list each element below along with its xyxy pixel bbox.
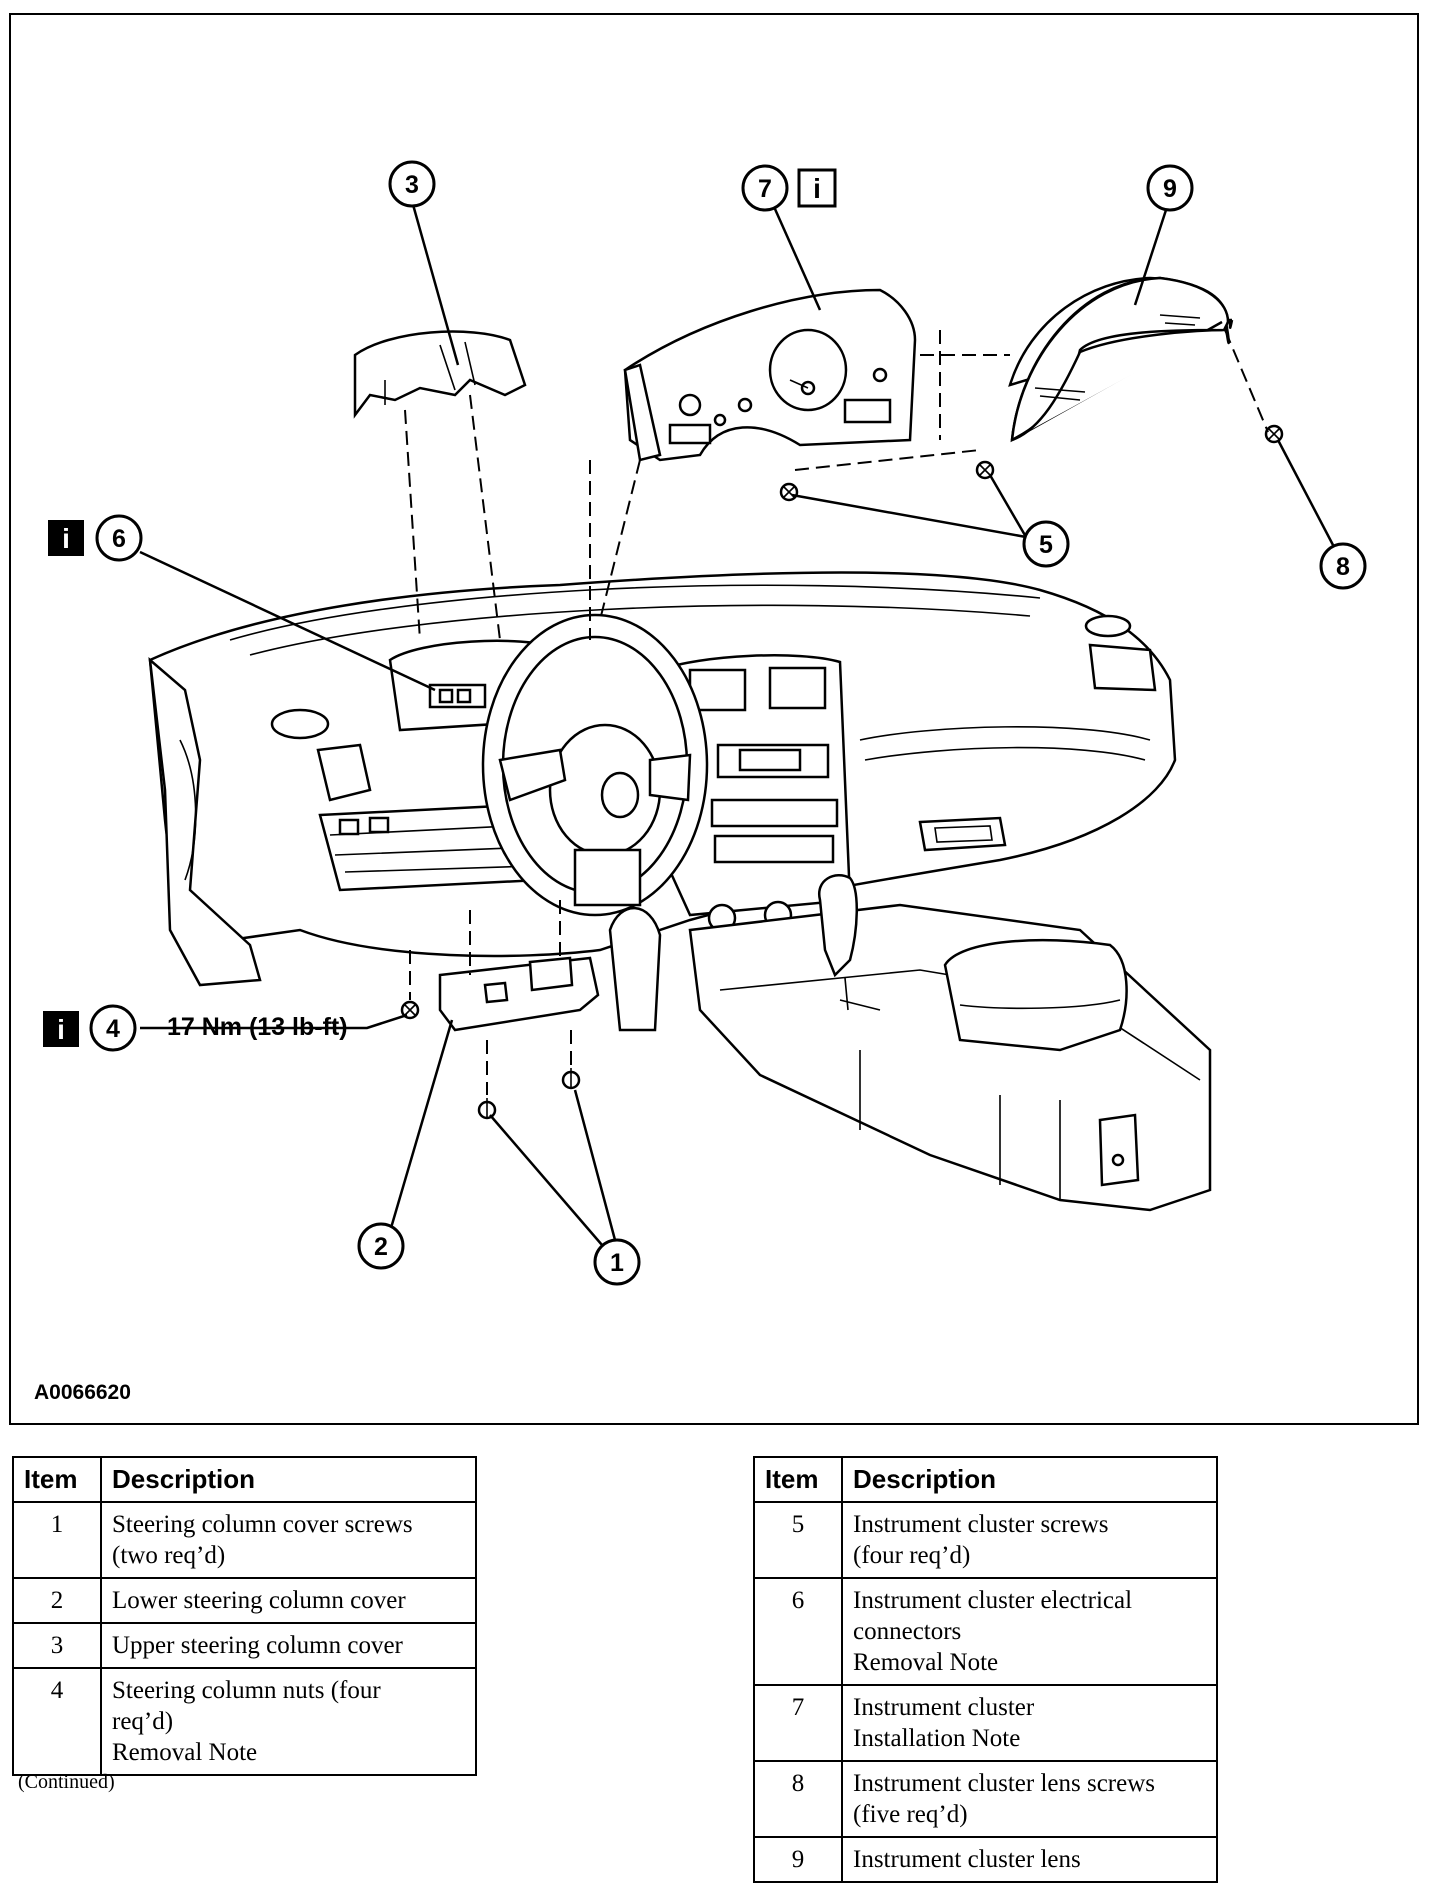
callout-6: 6 bbox=[95, 514, 143, 562]
callout-8: 8 bbox=[1319, 542, 1367, 590]
callout-7-label: 7 bbox=[758, 175, 772, 203]
description-line: Instrument cluster electrical bbox=[853, 1587, 1133, 1614]
callout-9: 9 bbox=[1146, 164, 1194, 212]
callout-5: 5 bbox=[1022, 520, 1070, 568]
description-line: Removal Note bbox=[112, 1739, 258, 1766]
callout-5-label: 5 bbox=[1039, 531, 1053, 559]
item-number: 3 bbox=[12, 1622, 102, 1669]
header-description: Description bbox=[100, 1456, 477, 1503]
callout-6-label: 6 bbox=[112, 525, 126, 553]
item-description: Upper steering column cover bbox=[100, 1622, 477, 1669]
screws bbox=[400, 424, 1284, 1120]
lower-steering-column-cover bbox=[438, 956, 600, 1032]
item-number: 6 bbox=[753, 1577, 843, 1686]
item-number: 1 bbox=[12, 1501, 102, 1579]
item-description: Instrument cluster electrical connectors… bbox=[841, 1577, 1218, 1686]
item-description: Instrument cluster lens screws (five req… bbox=[841, 1760, 1218, 1838]
description-line: req’d) bbox=[112, 1708, 174, 1735]
table-row: 7 Instrument cluster Installation Note bbox=[753, 1684, 1218, 1762]
item-description: Steering column nuts (four req’d) Remova… bbox=[100, 1667, 477, 1776]
table-row: 2 Lower steering column cover bbox=[12, 1577, 477, 1624]
diagram-frame bbox=[9, 13, 1419, 1425]
item-description: Lower steering column cover bbox=[100, 1577, 477, 1624]
callout-3: 3 bbox=[388, 160, 436, 208]
description-line: Removal Note bbox=[853, 1649, 999, 1676]
table-header-row: Item Description bbox=[12, 1456, 477, 1503]
table-row: 4 Steering column nuts (four req’d) Remo… bbox=[12, 1667, 477, 1776]
description-line: Instrument cluster bbox=[853, 1694, 1035, 1721]
info-icon: i bbox=[43, 1011, 79, 1047]
instrument-cluster bbox=[623, 288, 917, 462]
description-line: Lower steering column cover bbox=[112, 1587, 406, 1614]
instrument-cluster-lens bbox=[1008, 276, 1234, 443]
item-description: Instrument cluster lens bbox=[841, 1836, 1218, 1883]
table-row: 9 Instrument cluster lens bbox=[753, 1836, 1218, 1883]
description-line: Installation Note bbox=[853, 1725, 1021, 1752]
continued-note: (Continued) bbox=[18, 1771, 115, 1793]
item-number: 2 bbox=[12, 1577, 102, 1624]
description-line: Instrument cluster screws bbox=[853, 1511, 1109, 1538]
description-line: (four req’d) bbox=[853, 1542, 971, 1569]
item-description: Instrument cluster screws (four req’d) bbox=[841, 1501, 1218, 1579]
description-line: (two req’d) bbox=[112, 1542, 226, 1569]
description-line: Instrument cluster lens screws bbox=[853, 1770, 1156, 1797]
callout-2: 2 bbox=[357, 1222, 405, 1270]
table-row: 3 Upper steering column cover bbox=[12, 1622, 477, 1669]
table-row: 6 Instrument cluster electrical connecto… bbox=[753, 1577, 1218, 1686]
info-icon: i bbox=[797, 168, 837, 208]
description-line: connectors bbox=[853, 1618, 962, 1645]
leader-lines bbox=[139, 200, 1335, 1246]
exploded-view-diagram: 1 2 3 4 5 6 7 8 9 i i i bbox=[43, 160, 1367, 1286]
item-description: Steering column cover screws (two req’d) bbox=[100, 1501, 477, 1579]
alignment-lines bbox=[404, 329, 1269, 1095]
table-row: 8 Instrument cluster lens screws (five r… bbox=[753, 1760, 1218, 1838]
figure-reference-id: A0066620 bbox=[34, 1381, 131, 1404]
description-line: Instrument cluster lens bbox=[853, 1846, 1081, 1873]
description-line: (five req’d) bbox=[853, 1801, 968, 1828]
callout-7: 7 bbox=[741, 164, 789, 212]
torque-spec: 17 Nm (13 lb-ft) bbox=[167, 1013, 348, 1041]
upper-steering-column-cover bbox=[353, 330, 527, 419]
table-row: 1 Steering column cover screws (two req’… bbox=[12, 1501, 477, 1579]
item-number: 8 bbox=[753, 1760, 843, 1838]
item-number: 9 bbox=[753, 1836, 843, 1883]
header-description: Description bbox=[841, 1456, 1218, 1503]
callout-4: 4 bbox=[89, 1004, 137, 1052]
dashboard-illustration bbox=[148, 571, 1212, 1212]
table-header-row: Item Description bbox=[753, 1456, 1218, 1503]
item-description: Instrument cluster Installation Note bbox=[841, 1684, 1218, 1762]
header-item: Item bbox=[12, 1456, 102, 1503]
callout-4-label: 4 bbox=[106, 1015, 120, 1043]
callout-8-label: 8 bbox=[1336, 553, 1350, 581]
callout-2-label: 2 bbox=[374, 1233, 388, 1261]
description-line: Upper steering column cover bbox=[112, 1632, 403, 1659]
callout-1-label: 1 bbox=[610, 1249, 624, 1277]
steering-wheel-illustration bbox=[481, 613, 709, 917]
callout-3-label: 3 bbox=[405, 171, 419, 199]
info-icon: i bbox=[48, 520, 84, 556]
header-item: Item bbox=[753, 1456, 843, 1503]
info-icon-glyph: i bbox=[813, 173, 821, 204]
parts-table-left: Item Description 1 Steering column cover… bbox=[12, 1456, 477, 1776]
table-row: 5 Instrument cluster screws (four req’d) bbox=[753, 1501, 1218, 1579]
info-icon-glyph: i bbox=[62, 523, 70, 554]
callout-9-label: 9 bbox=[1163, 175, 1177, 203]
item-number: 4 bbox=[12, 1667, 102, 1776]
item-number: 5 bbox=[753, 1501, 843, 1579]
item-number: 7 bbox=[753, 1684, 843, 1762]
info-icon-glyph: i bbox=[57, 1014, 65, 1045]
description-line: Steering column nuts (four bbox=[112, 1677, 381, 1704]
parts-table-right: Item Description 5 Instrument cluster sc… bbox=[753, 1456, 1218, 1883]
description-line: Steering column cover screws bbox=[112, 1511, 413, 1538]
callout-1: 1 bbox=[593, 1238, 641, 1286]
